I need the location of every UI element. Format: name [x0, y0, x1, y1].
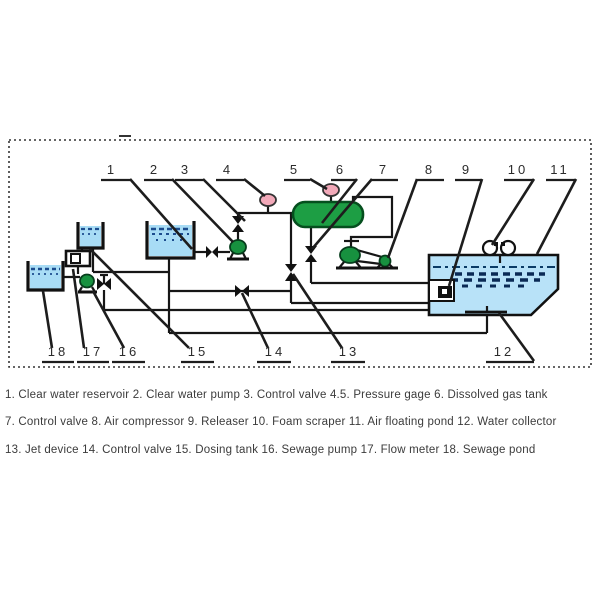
callout-16: 16: [118, 344, 140, 359]
clear-water-pump: [227, 239, 249, 261]
sewage-valve-16: [97, 273, 111, 290]
sewage-pump-body: [79, 273, 95, 289]
foam-scraper: [481, 239, 517, 263]
callout-6: 6: [335, 162, 347, 177]
figure-dashed-border: [8, 139, 592, 368]
pressure-gage-4: [259, 193, 277, 207]
callout-leaders: [41, 177, 578, 362]
callout-18: 18: [47, 344, 69, 359]
sewage-pump: [78, 273, 97, 294]
control-valve-14: [235, 285, 249, 297]
callout-13: 13: [338, 344, 360, 359]
callout-15: 15: [187, 344, 209, 359]
releaser-port: [442, 289, 447, 294]
callout-5: 5: [289, 162, 301, 177]
air-compressor: [336, 239, 398, 270]
dosing-tank: [76, 222, 105, 250]
callout-11: 11: [550, 162, 570, 177]
air-floating-pond: [427, 253, 560, 317]
piping-network: [63, 195, 489, 335]
clear-water-reservoir: [145, 221, 196, 260]
callout-4: 4: [222, 162, 234, 177]
pressure-gage-5: [322, 183, 340, 197]
reservoir-outlet-valve: [206, 246, 218, 258]
control-valve-7: [305, 246, 317, 262]
callout-2: 2: [149, 162, 161, 177]
callout-10: 10: [507, 162, 529, 177]
legend-line-1: 1. Clear water reservoir 2. Clear water …: [5, 389, 548, 401]
callout-12: 12: [493, 344, 515, 359]
clear-water-pump-body: [229, 239, 247, 255]
dosing-tank-walls: [76, 222, 105, 250]
callout-14: 14: [264, 344, 286, 359]
sewage-pond-walls: [26, 261, 65, 292]
reservoir-walls: [145, 221, 196, 260]
callout-9: 9: [461, 162, 473, 177]
compressor-body: [339, 246, 361, 264]
callout-17: 17: [82, 344, 104, 359]
legend-line-3: 13. Jet device 14. Control valve 15. Dos…: [5, 444, 536, 456]
callout-3: 3: [180, 162, 192, 177]
dosing-tank-water: [80, 226, 101, 247]
callout-1: 1: [106, 162, 118, 177]
legend-line-2: 7. Control valve 8. Air compressor 9. Re…: [5, 416, 557, 428]
flow-meter: [64, 249, 92, 268]
callout-8: 8: [424, 162, 436, 177]
sewage-pond: [26, 261, 65, 292]
jet-device: [285, 264, 297, 281]
callout-underlines: [42, 178, 576, 364]
callout-7: 7: [378, 162, 390, 177]
